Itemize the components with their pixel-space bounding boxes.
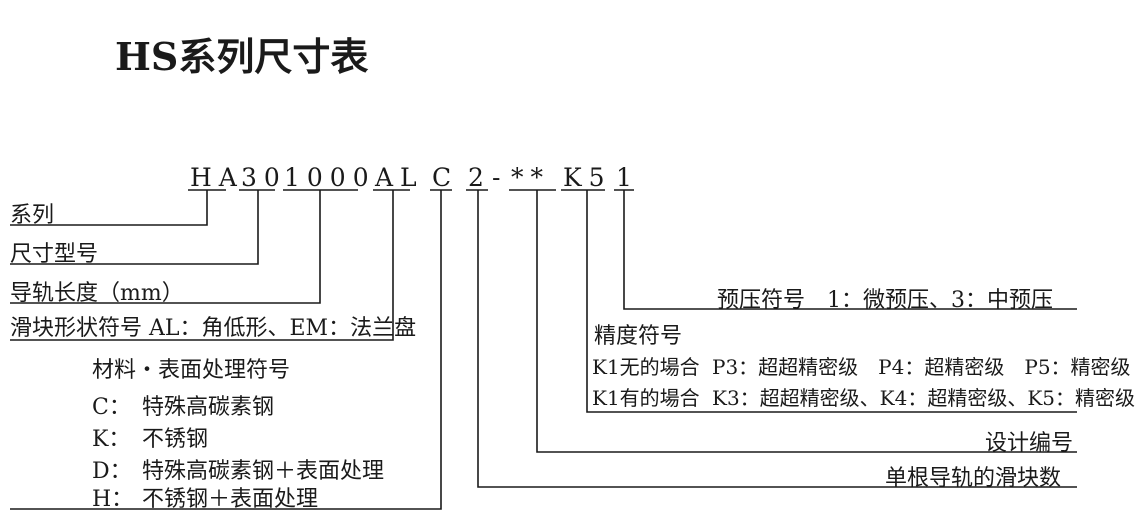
code-precision: K5 — [563, 163, 612, 192]
code-design: ** — [511, 163, 550, 192]
material-code-h: H： — [92, 487, 134, 512]
code-dash: - — [492, 163, 508, 192]
leader-lines — [10, 189, 1077, 510]
material-code-c: C： — [92, 395, 131, 420]
label-block-shape: 滑块形状符号 AL：角低形、EM：法兰盘 — [10, 316, 417, 341]
code-length: 1000 — [284, 163, 376, 192]
leader-series — [10, 190, 208, 226]
k1-none-desc: P3：超超精密级 P4：超精密级 P5：精密级 — [712, 355, 1131, 379]
leader-rail-length — [10, 190, 321, 304]
label-rail-length: 导轨长度（mm） — [10, 281, 184, 306]
leader-preload — [623, 190, 1077, 310]
label-precision-title: 精度符号 — [594, 324, 683, 349]
leader-design-no — [536, 190, 1077, 453]
label-size: 尺寸型号 — [10, 242, 99, 267]
leader-size — [10, 190, 259, 265]
material-code-k: K： — [92, 427, 131, 452]
material-code-d: D： — [92, 459, 132, 484]
material-desc-h: 不锈钢＋表面处理 — [142, 487, 319, 512]
label-k1-none: K1无的場合 — [592, 355, 700, 379]
code-block: AL — [375, 163, 424, 192]
label-series: 系列 — [10, 203, 55, 228]
code-material: C — [432, 163, 459, 192]
code-size: 30 — [241, 163, 287, 192]
leader-block-count — [477, 190, 1077, 488]
leader-material — [10, 190, 442, 510]
k1-has-desc: K3：超超精密级、K4：超精密级、K5：精密级 — [712, 386, 1135, 410]
leader-precision — [586, 190, 1077, 413]
material-desc-k: 不锈钢 — [142, 427, 209, 452]
page-title: HS系列尺寸表 — [115, 34, 369, 79]
code-preload: 1 — [616, 163, 639, 192]
material-desc-c: 特殊高碳素钢 — [142, 395, 275, 420]
code-count: 2 — [468, 163, 491, 192]
label-k1-has: K1有的場合 — [592, 386, 700, 410]
material-title: 材料・表面处理符号 — [92, 358, 291, 383]
code-series: HA — [190, 163, 244, 192]
leader-block-shape — [10, 190, 394, 341]
material-desc-d: 特殊高碳素钢＋表面处理 — [142, 459, 385, 484]
